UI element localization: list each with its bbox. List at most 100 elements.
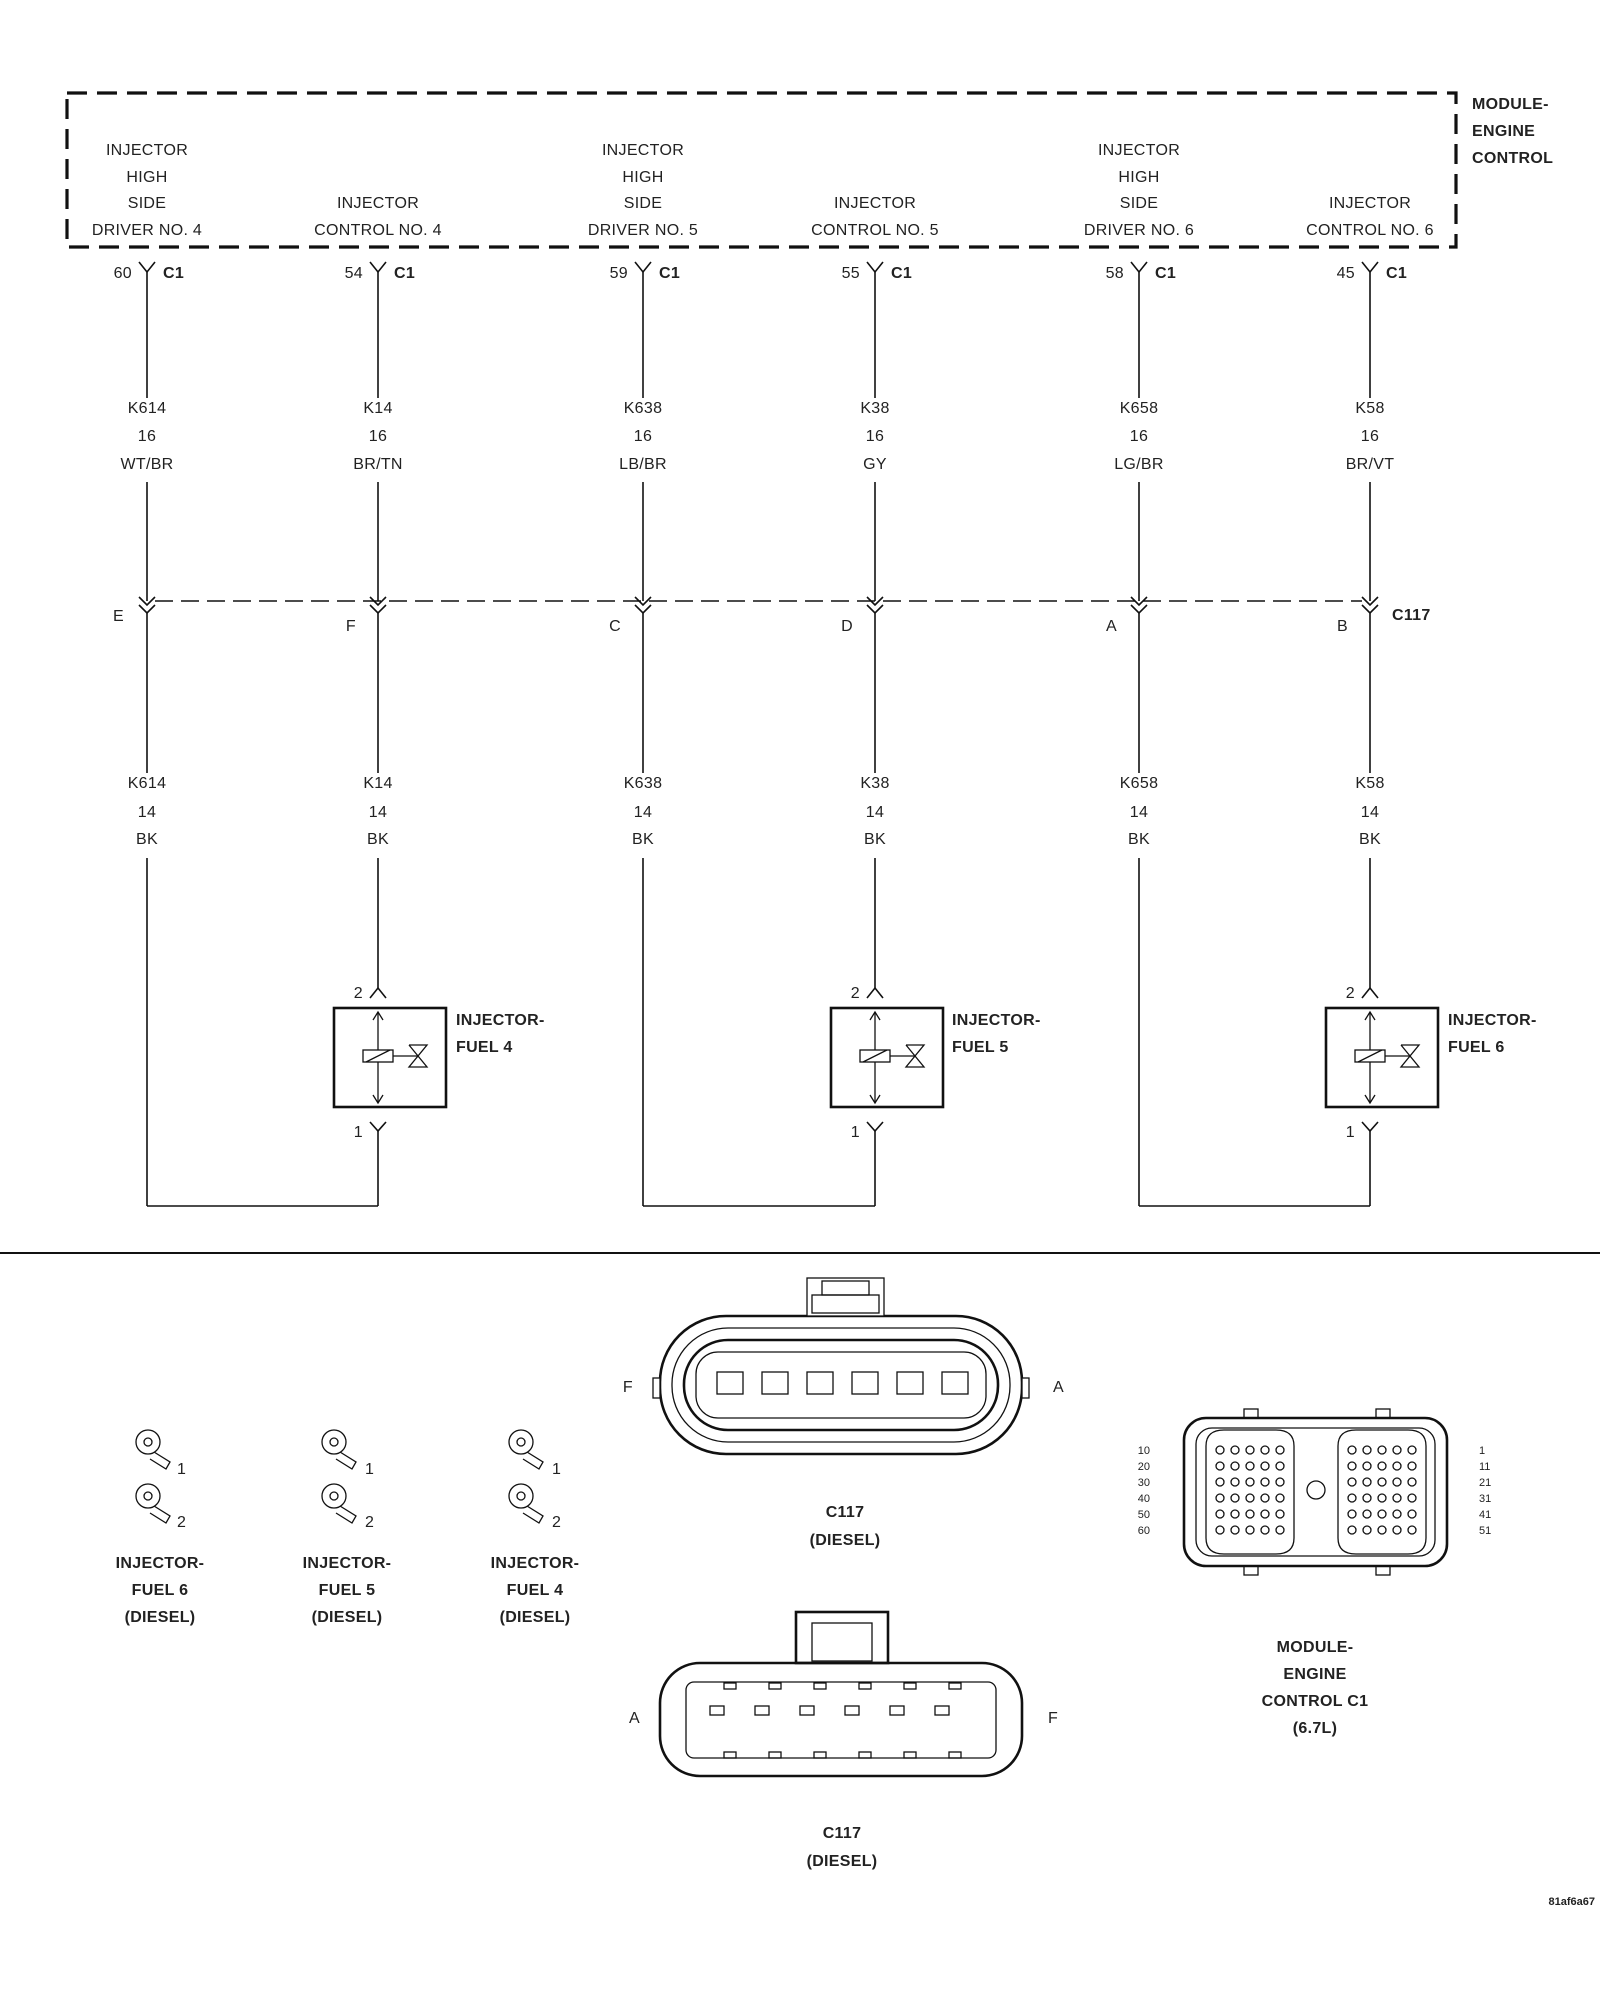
c117-top-cavity [806,1371,834,1395]
ecm-c1-cavity [1362,1525,1372,1535]
svg-text:FUEL 6: FUEL 6 [1448,1039,1505,1056]
ring-terminal-icon [135,1483,171,1524]
svg-text:14: 14 [1130,804,1148,821]
ecm-c1-cavity [1230,1509,1240,1519]
ecm-c1-cavity [1362,1445,1372,1455]
svg-text:INJECTOR-: INJECTOR- [952,1012,1041,1029]
c1-connector-symbol [1130,261,1148,274]
c117-symbol-male [1361,596,1379,607]
ecm-c1-cavity [1392,1461,1402,1471]
ecm-c1-cavity [1347,1493,1357,1503]
ecm-c1-cavity [1362,1493,1372,1503]
svg-text:BR/VT: BR/VT [1346,456,1395,473]
svg-text:(DIESEL): (DIESEL) [312,1609,383,1626]
svg-text:MODULE-: MODULE- [1472,96,1549,113]
c117-bottom-terminal [709,1705,725,1716]
injector-labels: 2 1 INJECTOR- FUEL 4 2 1 INJECTOR- FUEL … [354,985,1537,1141]
svg-text:INJECTOR: INJECTOR [106,142,188,159]
ecm-c1-cavity [1275,1477,1285,1487]
svg-text:14: 14 [866,804,884,821]
ring-terminal-icon [321,1483,357,1524]
c117-top-latch [806,1277,885,1317]
c1-connector-symbol [1361,261,1379,274]
svg-text:54: 54 [345,265,363,282]
ecm-c1-cavity [1377,1477,1387,1487]
ecm-c1-left-bank [1205,1429,1295,1555]
svg-text:INJECTOR: INJECTOR [834,195,916,212]
c117-top-key-right [1021,1377,1030,1399]
injector-pin2-symbol [1361,986,1379,999]
svg-text:16: 16 [369,428,387,445]
svg-text:LB/BR: LB/BR [619,456,667,473]
svg-text:1: 1 [365,1461,374,1478]
svg-text:14: 14 [369,804,387,821]
svg-text:58: 58 [1106,265,1124,282]
svg-text:(DIESEL): (DIESEL) [807,1853,878,1870]
ring-terminal-outer [321,1429,347,1455]
svg-text:51: 51 [1479,1525,1491,1537]
ecm-c1-cavity [1260,1477,1270,1487]
ring-terminal-outer [508,1429,534,1455]
c117-top-cavity [761,1371,789,1395]
ecm-c1-cavity [1275,1493,1285,1503]
ecm-c1-cavity [1377,1461,1387,1471]
ecm-c1-cavity [1245,1493,1255,1503]
svg-text:(DIESEL): (DIESEL) [810,1532,881,1549]
ring-terminal-hole [329,1491,339,1501]
ecm-c1-cavity [1347,1509,1357,1519]
ecm-c1-cavity [1245,1445,1255,1455]
ring-terminal-tab [335,1451,357,1470]
ring-terminal-outer [135,1483,161,1509]
svg-text:(6.7L): (6.7L) [1293,1720,1337,1737]
c117-top-cavity [851,1371,879,1395]
ecm-c1-cavity [1407,1509,1417,1519]
svg-text:1: 1 [1346,1124,1355,1141]
injector-pin1-symbol [369,1121,387,1133]
ecm-c1-cavity [1392,1509,1402,1519]
svg-text:F: F [623,1379,633,1396]
svg-text:A: A [1106,618,1117,635]
svg-text:31: 31 [1479,1493,1491,1505]
svg-text:1: 1 [552,1461,561,1478]
svg-text:14: 14 [138,804,156,821]
svg-text:INJECTOR: INJECTOR [337,195,419,212]
svg-text:50: 50 [1138,1509,1150,1521]
svg-text:2: 2 [177,1514,186,1531]
injector-terminal-labels: 1 2 INJECTOR- FUEL 6 (DIESEL) 1 2 INJECT… [116,1461,579,1626]
c117-top-cavity [941,1371,969,1395]
c117-symbol-female [866,604,884,615]
svg-text:SIDE: SIDE [128,195,167,212]
svg-text:DRIVER NO. 4: DRIVER NO. 4 [92,222,202,239]
solenoid-slash [1357,1049,1383,1063]
svg-text:BK: BK [864,831,886,848]
injector-pin2-symbol [866,986,884,999]
svg-text:C: C [609,618,621,635]
c1-connector-symbol [369,261,387,274]
svg-text:INJECTOR-: INJECTOR- [1448,1012,1537,1029]
ring-terminal-hole [516,1491,526,1501]
injector-arrow-down [1364,1094,1376,1105]
svg-text:20: 20 [1138,1461,1150,1473]
ecm-c1-cavity [1275,1461,1285,1471]
svg-text:2: 2 [354,985,363,1002]
c117-bottom-lock-top [723,1682,737,1690]
ecm-c1-key [1243,1565,1259,1576]
svg-text:K614: K614 [128,775,167,792]
svg-text:INJECTOR: INJECTOR [602,142,684,159]
valve-symbol [407,1044,429,1068]
svg-text:INJECTOR-: INJECTOR- [303,1555,392,1572]
c117-top-inner [695,1351,987,1419]
svg-text:CONTROL NO. 5: CONTROL NO. 5 [811,222,939,239]
ecm-c1-cavity [1407,1525,1417,1535]
ring-terminal-tab [335,1505,357,1524]
ecm-c1-cavity [1260,1493,1270,1503]
solenoid-slash [365,1049,391,1063]
injector-arrow-down [869,1094,881,1105]
injector-body [829,1006,945,1109]
ecm-c1-cavity [1245,1525,1255,1535]
ring-terminal-icon [508,1429,544,1470]
svg-text:B: B [1337,618,1348,635]
ecm-c1-cavity [1260,1509,1270,1519]
svg-text:16: 16 [634,428,652,445]
c117-bottom-terminal [934,1705,950,1716]
